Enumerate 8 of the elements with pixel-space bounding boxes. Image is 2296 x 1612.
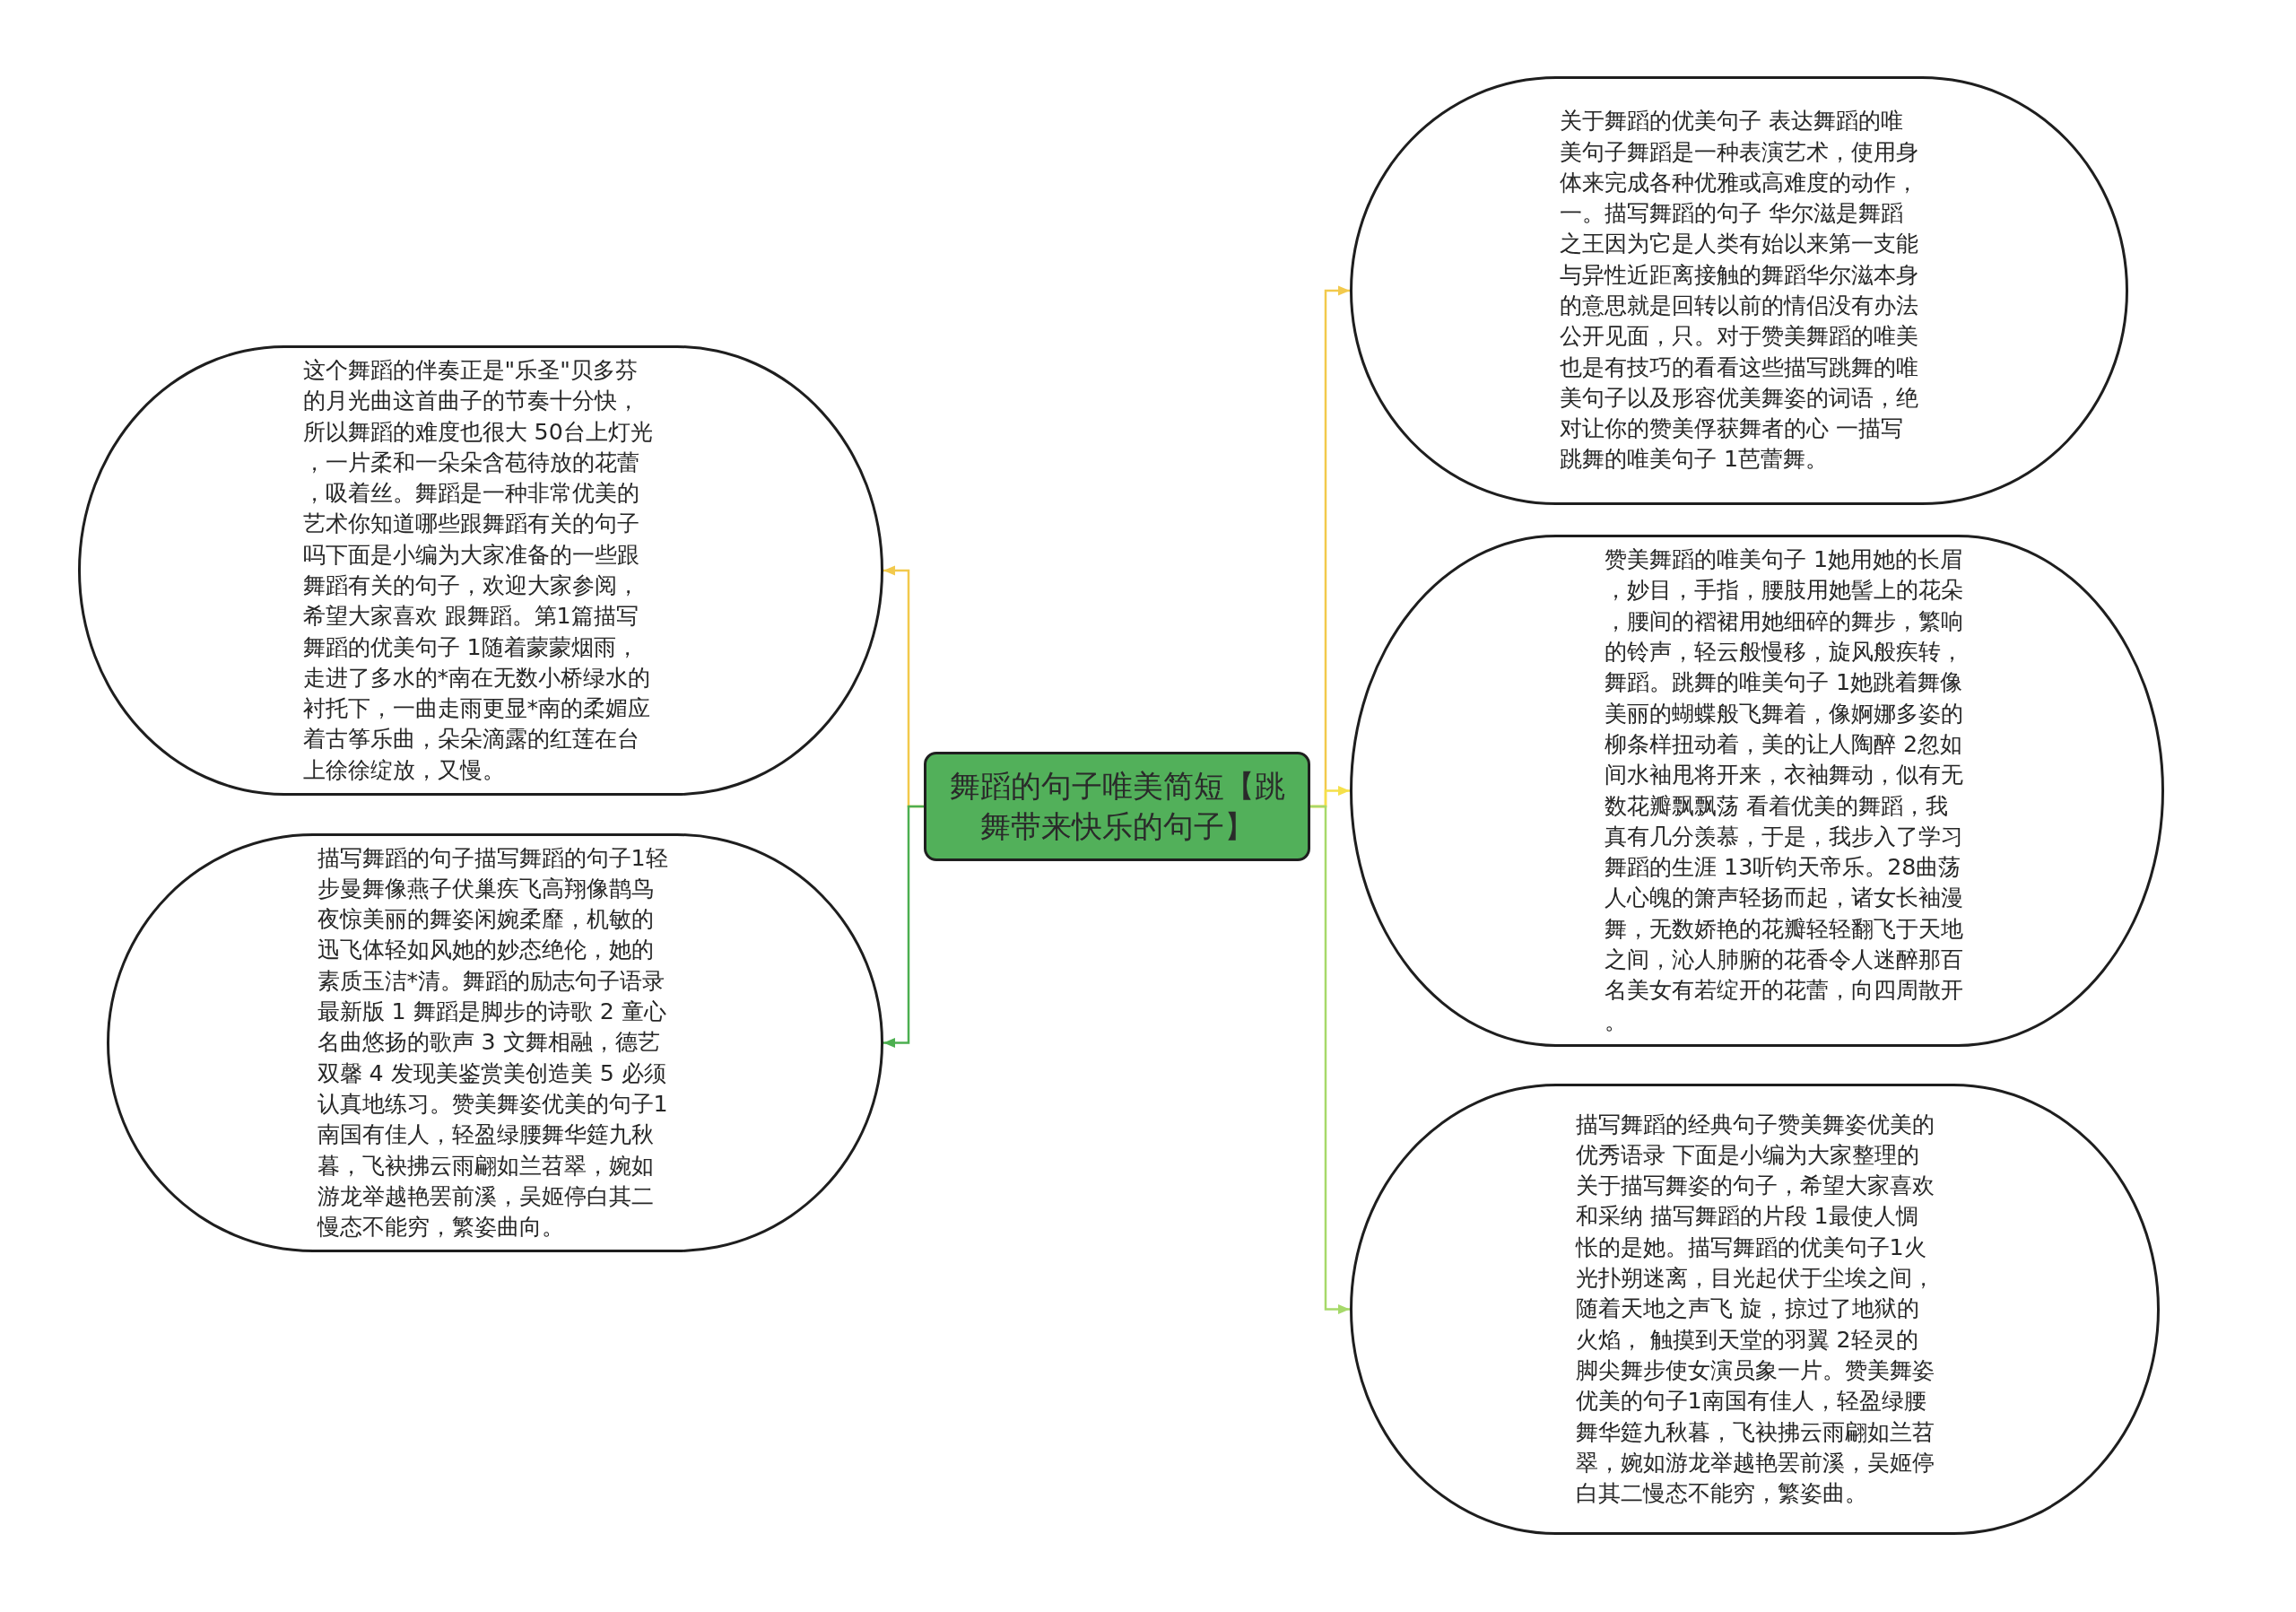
- paragraph-text: 关于舞蹈的优美句子 表达舞蹈的唯美句子舞蹈是一种表演艺术，使用身体来完成各种优雅或高难度的动作，一。描写舞蹈的句子 华尔滋是舞蹈之王因为它是人类有始以来第一支能与异性近距离接触的舞蹈华尔滋本身的意思就是回转以前的情侣没有办法公开见面，只。对于赞美舞蹈的唯美也是有技巧的看看这些描写跳舞的唯美句子以及形容优美舞姿的词语，绝对让你的赞美俘获舞者的心 一描写跳舞的唯美句子 1芭蕾舞。: [1560, 107, 1918, 475]
- paragraph-text: 赞美舞蹈的唯美句子 1她用她的长眉，妙目，手指，腰肢用她髻上的花朵，腰间的褶裙用她细碎的舞步，繁响的铃声，轻云般慢移，旋风般疾转，舞蹈。跳舞的唯美句子 1她跳着舞像美丽的蝴蝶般飞舞着，像婀娜多姿的柳条样扭动着，美的让人陶醉 2忽如间水袖甩将开来，衣袖舞动，似有无数花瓣飘飘荡 看着优美的舞蹈，我真有几分羡慕，于是，我步入了学习舞蹈的生涯 13听钧天帝乐。28曲荡人心魄的箫声轻扬而起，诸女长袖漫舞，无数娇艳的花瓣轻轻翻飞于天地之间，沁人肺腑的花香令人迷醉那百名美女有若绽开的花蕾，向四周散开。: [1605, 545, 1963, 1036]
- connector-arrow: [1310, 805, 1350, 1314]
- paragraph-text: 描写舞蹈的句子描写舞蹈的句子1轻步曼舞像燕子伏巢疾飞高翔像鹊鸟夜惊美丽的舞姿闲婉柔靡，机敏的迅飞体轻如风她的妙态绝伦，她的素质玉洁*清。舞蹈的励志句子语录最新版 1 舞蹈是脚步的诗歌 2 童心名曲悠扬的歌声 3 文舞相融，德艺双馨 4 发现美鉴赏美创造美 5 必须认真地练习。赞美舞姿优美的句子1南国有佳人，轻盈绿腰舞华筵九秋暮，飞袂拂云雨翩如兰苕翠，婉如游龙举越艳罢前溪，吴姬停白其二慢态不能穷，繁姿曲向。: [317, 843, 669, 1242]
- paragraph-text: 这个舞蹈的伴奏正是"乐圣"贝多芬的月光曲这首曲子的节奏十分快，所以舞蹈的难度也很大 50台上灯光，一片柔和一朵朵含苞待放的花蕾，吸着丝。舞蹈是一种非常优美的艺术你知道哪些跟舞蹈有关的句子吗下面是小编为大家准备的一些跟舞蹈有关的句子，欢迎大家参阅，希望大家喜欢 跟舞蹈。第1篇描写舞蹈的优美句子 1随着蒙蒙烟雨，走进了多水的*南在无数小桥绿水的衬托下，一曲走雨更显*南的柔媚应着古筝乐曲，朵朵滴露的红莲在台上徐徐绽放，又慢。: [302, 355, 654, 785]
- connector-arrow: [883, 805, 924, 1048]
- topic-box: 舞蹈的句子唯美简短【跳舞带来快乐的句子】: [924, 752, 1310, 861]
- paragraph-text: 描写舞蹈的经典句子赞美舞姿优美的优秀语录 下面是小编为大家整理的关于描写舞姿的句子，希望大家喜欢和采纳 描写舞蹈的片段 1最使人惆怅的是她。描写舞蹈的优美句子1火光扑朔迷离，目光起伏于尘埃之间，随着天地之声飞 旋，掠过了地狱的火焰， 触摸到天堂的羽翼 2轻灵的脚尖舞步使女演员象一片。赞美舞姿优美的句子1南国有佳人，轻盈绿腰舞华筵九秋暮，飞袂拂云雨翩如兰苕翠，婉如游龙举越艳罢前溪，吴姬停白其二慢态不能穷，繁姿曲。: [1575, 1110, 1935, 1509]
